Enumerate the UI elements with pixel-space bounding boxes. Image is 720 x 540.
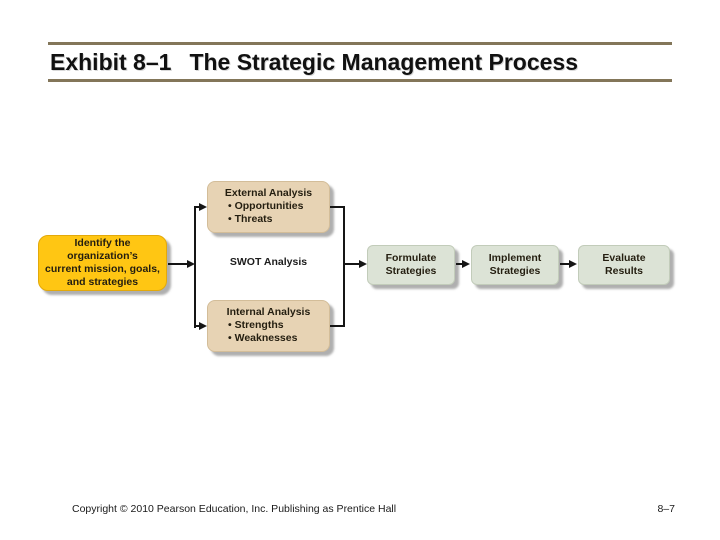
internal-arrowhead-icon	[199, 322, 207, 330]
implement-line-1: Implement	[488, 251, 542, 264]
connector-evaluate-shaft	[560, 263, 570, 265]
swot-analysis-label: SWOT Analysis	[229, 256, 308, 268]
internal-analysis-box: Internal Analysis • Strengths • Weakness…	[207, 300, 330, 352]
connector-formulate-shaft	[345, 263, 359, 265]
implement-strategies-box: Implement Strategies	[471, 245, 559, 285]
internal-bullet-weaknesses: • Weaknesses	[228, 332, 298, 345]
formulate-line-2: Strategies	[385, 265, 437, 277]
external-arrowhead-icon	[199, 203, 207, 211]
connector-implement-shaft	[456, 263, 463, 265]
identify-line-4: and strategies	[66, 276, 139, 289]
implement-line-2: Strategies	[489, 265, 541, 277]
identify-line-3: current mission, goals,	[45, 263, 160, 275]
formulate-arrowhead-icon	[359, 260, 367, 268]
evaluate-line-2: Results	[605, 265, 643, 277]
copyright-text: Copyright © 2010 Pearson Education, Inc.…	[72, 503, 397, 515]
external-merge-stub	[330, 206, 345, 208]
title-top-rule	[48, 42, 672, 45]
evaluate-results-box: Evaluate Results	[578, 245, 670, 285]
external-analysis-box: External Analysis • Opportunities • Thre…	[207, 181, 330, 233]
identify-arrowhead-icon	[187, 260, 195, 268]
external-analysis-title: External Analysis	[224, 187, 313, 199]
merge-right-vline	[343, 206, 345, 327]
identify-mission-box: Identify the organization’s current miss…	[38, 235, 167, 291]
evaluate-line-1: Evaluate	[602, 251, 646, 264]
external-bullet-opportunities: • Opportunities	[228, 200, 304, 213]
formulate-strategies-box: Formulate Strategies	[367, 245, 455, 285]
title-text: The Strategic Management Process	[189, 49, 579, 75]
branch-left-vline	[194, 206, 196, 328]
exhibit-number: Exhibit 8–1	[50, 49, 172, 75]
external-bullet-threats: • Threats	[228, 213, 273, 226]
implement-arrowhead-icon	[462, 260, 470, 268]
connector-external-shaft	[195, 206, 201, 208]
formulate-line-1: Formulate	[385, 251, 437, 264]
internal-bullet-strengths: • Strengths	[228, 319, 284, 332]
connector-identify-shaft	[168, 263, 188, 265]
identify-line-1: Identify the	[74, 236, 131, 249]
page-title: Exhibit 8–1 The Strategic Management Proc…	[50, 49, 578, 76]
page-number: 8–7	[657, 503, 675, 515]
connector-internal-shaft	[195, 325, 201, 327]
identify-line-2: organization’s	[67, 249, 138, 262]
internal-analysis-title: Internal Analysis	[226, 306, 311, 318]
title-bottom-rule	[48, 79, 672, 82]
evaluate-arrowhead-icon	[569, 260, 577, 268]
internal-merge-stub	[330, 325, 345, 327]
